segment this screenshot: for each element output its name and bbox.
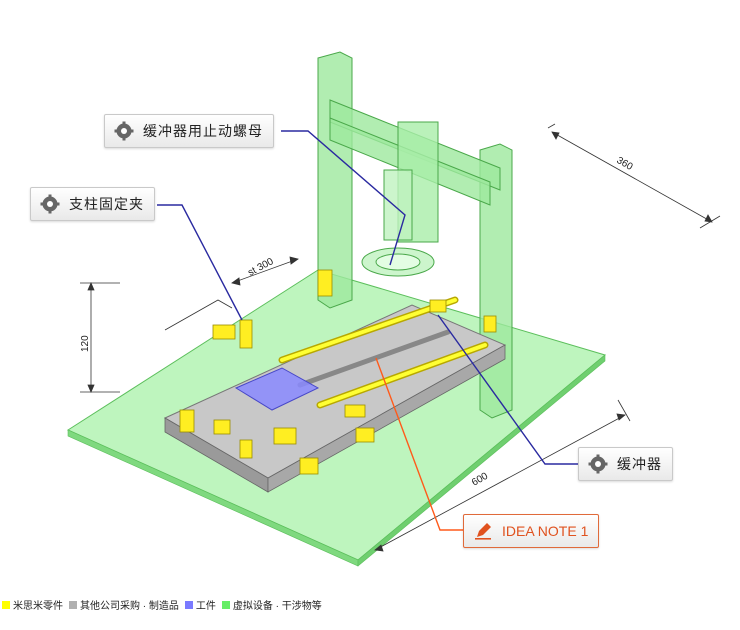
legend-swatch bbox=[184, 600, 193, 609]
buffer-assembly bbox=[361, 121, 439, 277]
width-dimension: 360 bbox=[615, 155, 635, 173]
legend-label: 米思米零件 bbox=[13, 601, 63, 612]
legend-label: 工件 bbox=[195, 601, 216, 612]
legend-item-purchased: 其他公司采购 · 制造品 bbox=[69, 597, 179, 612]
callout-buffer[interactable]: 缓冲器 bbox=[578, 447, 673, 481]
callout-label: 支柱固定夹 bbox=[69, 196, 144, 212]
gear-icon bbox=[114, 121, 134, 141]
leader-lines bbox=[157, 130, 578, 531]
legend-item-misumi: 米思米零件 bbox=[2, 597, 63, 612]
dimension-lines bbox=[80, 123, 721, 552]
base-plate-edge-right bbox=[357, 354, 606, 567]
workpiece bbox=[234, 367, 320, 411]
legend-item-virtual: 虚拟设备 · 干涉物等 bbox=[221, 597, 322, 612]
callout-buffer-stop-nut[interactable]: 缓冲器用止动螺母 bbox=[104, 114, 274, 148]
legend-swatch bbox=[2, 600, 10, 609]
callout-label: IDEA NOTE 1 bbox=[502, 523, 589, 539]
gear-icon bbox=[588, 454, 608, 474]
misumi-parts bbox=[179, 269, 497, 475]
callout-label: 缓冲器用止动螺母 bbox=[143, 123, 263, 139]
callout-idea-note[interactable]: IDEA NOTE 1 bbox=[463, 514, 600, 548]
length-dimension: 600 bbox=[470, 471, 490, 489]
stroke-dimension: st 300 bbox=[246, 256, 276, 279]
legend: 米思米零件 其他公司采购 · 制造品 工件 虚拟设备 · 干涉物等 bbox=[2, 597, 328, 612]
gear-icon bbox=[40, 194, 60, 214]
height-dimension: 120 bbox=[80, 335, 91, 352]
legend-label: 虚拟设备 · 干涉物等 bbox=[232, 601, 322, 612]
legend-item-workpiece: 工件 bbox=[184, 597, 216, 612]
legend-swatch bbox=[221, 600, 230, 609]
guide-shafts bbox=[278, 296, 489, 409]
legend-label: 其他公司采购 · 制造品 bbox=[80, 601, 179, 612]
pencil-icon bbox=[475, 523, 491, 540]
callout-column-clamp[interactable]: 支柱固定夹 bbox=[30, 187, 155, 221]
callout-label: 缓冲器 bbox=[617, 456, 662, 472]
legend-swatch bbox=[69, 600, 77, 609]
